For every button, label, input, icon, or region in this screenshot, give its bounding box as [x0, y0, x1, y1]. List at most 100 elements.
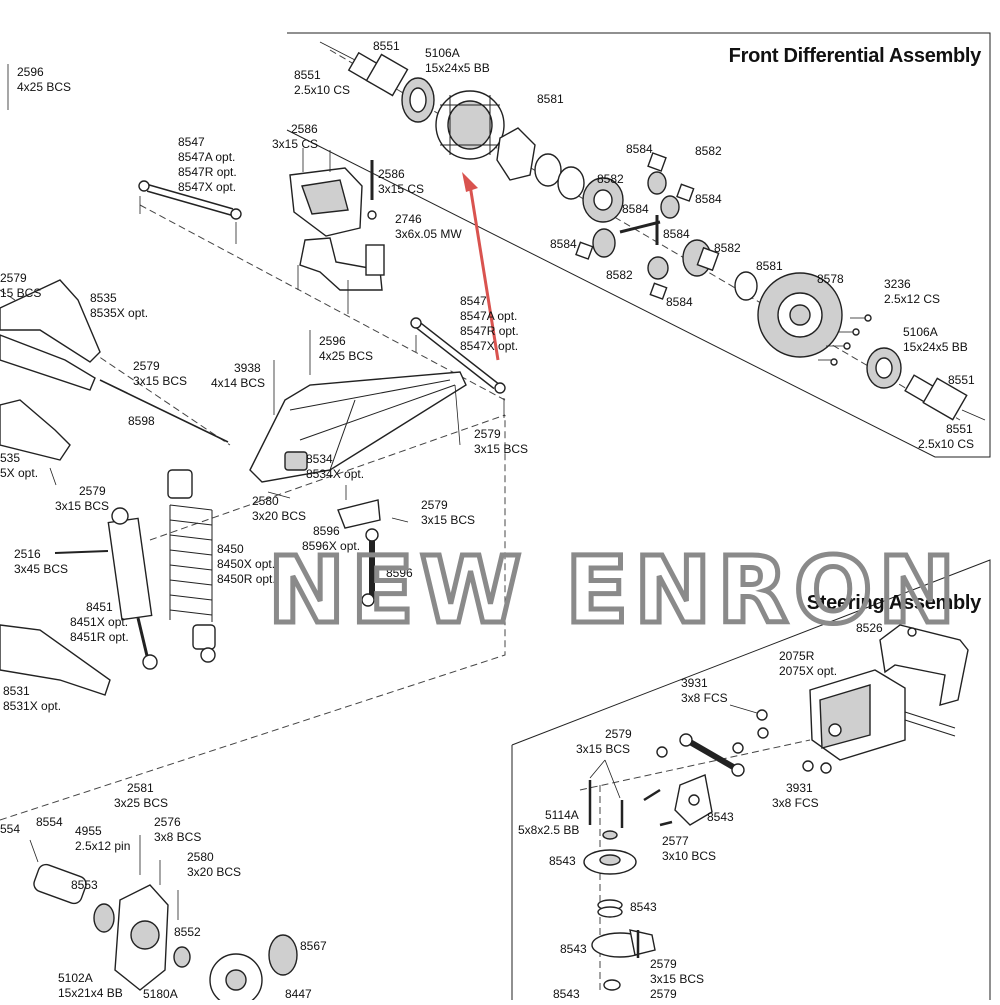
- label-8450-opt2: 8450R opt.: [217, 572, 276, 586]
- label-8596b: 8596: [386, 566, 413, 580]
- label-8581b: 8581: [756, 259, 783, 273]
- steering-panel-border: [511, 559, 991, 1000]
- bearing-5114a: [602, 830, 618, 840]
- label-8450: 8450: [217, 542, 244, 556]
- label-2579b: 2579: [133, 359, 160, 373]
- label-2746: 2746: [395, 212, 422, 226]
- label-3931b-spec: 3x8 FCS: [772, 796, 819, 810]
- steering-mount: [297, 237, 385, 314]
- label-8596a-opt: 8596X opt.: [302, 539, 360, 553]
- label-5102a-spec: 15x21x4 BB: [58, 986, 123, 1000]
- label-8551d-spec: 2.5x10 CS: [918, 437, 974, 451]
- bearing-5180a: [173, 946, 191, 968]
- label-8567: 8567: [300, 939, 327, 953]
- bellcrank-base-8543: [583, 849, 637, 875]
- label-8551b: 8551: [294, 68, 321, 82]
- label-2586a-spec: 3x15 CS: [272, 137, 318, 151]
- label-8584e: 8584: [550, 237, 577, 251]
- label-2586b-spec: 3x15 CS: [378, 182, 424, 196]
- label-8551b-spec: 2.5x10 CS: [294, 83, 350, 97]
- label-2576-spec: 3x8 BCS: [154, 830, 201, 844]
- bevel-gear-2: [592, 228, 616, 258]
- bulkhead: [289, 148, 363, 237]
- label-2579h: 2579: [650, 987, 677, 1000]
- lower-arm-left-top: [0, 399, 71, 461]
- label-8451-opt2: 8451R opt.: [70, 630, 129, 644]
- label-8534: 8534: [306, 452, 333, 466]
- label-5106b-spec: 15x24x5 BB: [903, 340, 968, 354]
- output-cup-right: [904, 374, 986, 421]
- label-8543d: 8543: [560, 942, 587, 956]
- label-8582b: 8582: [597, 172, 624, 186]
- label-8547b-opt2: 8547R opt.: [460, 324, 519, 338]
- servo-link: [656, 733, 745, 777]
- label-2581: 2581: [127, 781, 154, 795]
- label-8551a: 8551: [373, 39, 400, 53]
- pin-8598: [99, 379, 229, 443]
- label-4955: 4955: [75, 824, 102, 838]
- label-2579b-spec: 3x15 BCS: [133, 374, 187, 388]
- label-5106a-spec: 15x24x5 BB: [425, 61, 490, 75]
- label-8543b: 8543: [549, 854, 576, 868]
- label-2579a: 2579: [0, 271, 27, 285]
- servo-2075r: [809, 669, 956, 761]
- label-8547b-opt3: 8547X opt.: [460, 339, 518, 353]
- label-8535-opt: 8535X opt.: [90, 306, 148, 320]
- bellcrank-8543: [674, 774, 713, 826]
- label-2579g-spec: 3x15 BCS: [650, 972, 704, 986]
- ring-gear-screws: [818, 314, 872, 366]
- label-3931a: 3931: [681, 676, 708, 690]
- label-3931b: 3931: [786, 781, 813, 795]
- label-2579g: 2579: [650, 957, 677, 971]
- label-2581-spec: 3x25 BCS: [114, 796, 168, 810]
- label-8531: 8531: [3, 684, 30, 698]
- label-2577: 2577: [662, 834, 689, 848]
- label-8551c: 8551: [948, 373, 975, 387]
- label-8543a: 8543: [707, 810, 734, 824]
- pin-2516: [54, 550, 109, 554]
- label-8584f: 8584: [666, 295, 693, 309]
- tie-rod-upper: [138, 180, 242, 244]
- label-2580a-spec: 3x20 BCS: [252, 509, 306, 523]
- front-diff-panel-border: [286, 32, 991, 458]
- upper-arm-left: [0, 279, 101, 391]
- label-5114a-spec: 5x8x2.5 BB: [518, 823, 579, 837]
- label-8582c: 8582: [714, 241, 741, 255]
- side-gear-2: [682, 239, 720, 277]
- steering-parts: [583, 624, 969, 991]
- label-5106b: 5106A: [903, 325, 938, 339]
- label-8526: 8526: [856, 621, 883, 635]
- front-end-parts: [0, 64, 506, 1005]
- label-3236-spec: 2.5x12 CS: [884, 292, 940, 306]
- oring-3: [734, 271, 758, 301]
- label-2579a-spec: 15 BCS: [0, 286, 41, 300]
- servo-mount-8526: [879, 624, 969, 706]
- label-2586a: 2586: [291, 122, 318, 136]
- label-2596b-spec: 4x25 BCS: [319, 349, 373, 363]
- label-2580b: 2580: [187, 850, 214, 864]
- label-5180a: 5180A: [143, 987, 178, 1000]
- label-2579f: 2579: [605, 727, 632, 741]
- diff-gasket: [496, 127, 536, 181]
- label-8534-opt: 8534X opt.: [306, 467, 364, 481]
- label-8553: 8553: [71, 878, 98, 892]
- spring-8450: [167, 469, 216, 663]
- label-554: 554: [0, 822, 20, 836]
- label-2576: 2576: [154, 815, 181, 829]
- label-8596a: 8596: [313, 524, 340, 538]
- label-2579f-spec: 3x15 BCS: [576, 742, 630, 756]
- tierod-guide-dashed: [139, 204, 506, 401]
- label-2075r: 2075R: [779, 649, 815, 663]
- label-2516-spec: 3x45 BCS: [14, 562, 68, 576]
- label-8584a: 8584: [626, 142, 653, 156]
- front-diff-title: Front Differential Assembly: [729, 45, 982, 67]
- label-2580a: 2580: [252, 494, 279, 508]
- label-2075r-opt: 2075X opt.: [779, 664, 837, 678]
- label-3938: 3938: [234, 361, 261, 375]
- hub-8447: [209, 953, 263, 1005]
- label-2596a: 2596: [17, 65, 44, 79]
- label-8581a: 8581: [537, 92, 564, 106]
- tie-rod-lower: [410, 317, 506, 418]
- oring-1: [534, 153, 562, 187]
- label-2516: 2516: [14, 547, 41, 561]
